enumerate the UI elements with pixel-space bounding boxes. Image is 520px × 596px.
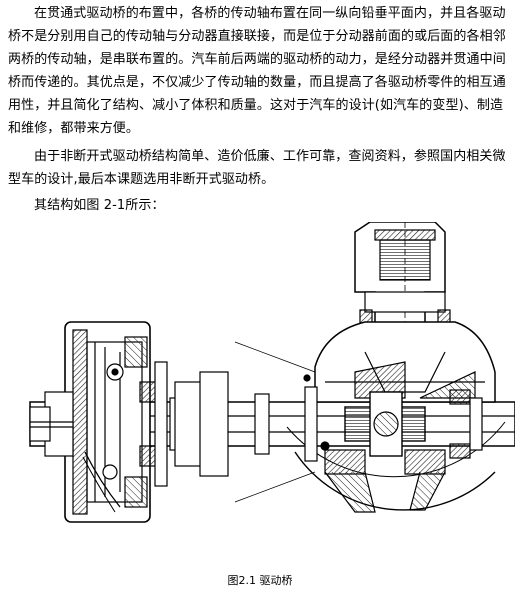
paragraph-through-axle: 在贯通式驱动桥的布置中，各桥的传动轴布置在同一纵向铅垂平面内，并且各驱动桥不是分… (8, 6, 506, 136)
paragraph-axle-choice: 由于非断开式驱动桥结构简单、造价低廉、工作可靠，查阅资料，参照国内相关微型车的设… (8, 149, 506, 187)
figure-caption: 图2.1 驱动桥 (227, 574, 293, 587)
drive-axle-figure (25, 221, 516, 567)
paragraph-figure-ref: 其结构如图 2-1所示： (34, 198, 165, 213)
drive-axle-drawing-icon (29, 221, 516, 523)
